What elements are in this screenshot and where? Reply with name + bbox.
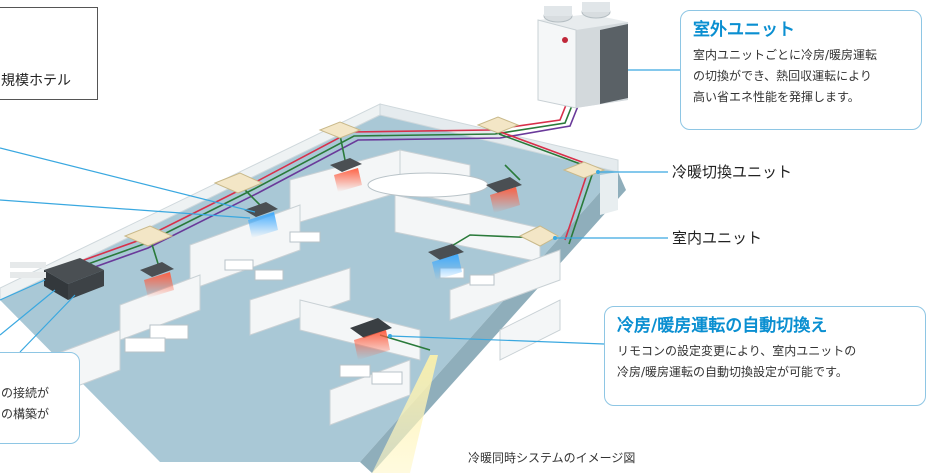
auto-switch-description: リモコンの設定変更により、室内ユニットの 冷房/暖房運転の自動切換設定が可能です… (617, 344, 857, 379)
outdoor-unit-title: 室外ユニット (693, 20, 795, 40)
leader-lines (0, 69, 680, 353)
indoor-units (140, 158, 522, 360)
left-equipment (10, 258, 104, 300)
furniture (124, 172, 495, 385)
indoor-unit-label: 室内ユニット (672, 229, 763, 247)
left-bottom-callout: の接続が の構築が (0, 352, 80, 444)
switch-unit-label: 冷暖切換ユニット (672, 163, 793, 181)
switch-unit-boxes (123, 116, 606, 247)
outdoor-unit-description: 室内ユニットごとに冷房/暖房運転 の切換ができ、熱回収運転により 高い省エネ性能… (693, 48, 878, 104)
auto-switch-callout: 冷房/暖房運転の自動切換え リモコンの設定変更により、室内ユニットの 冷房/暖房… (604, 306, 926, 406)
auto-switch-title: 冷房/暖房運転の自動切換え (617, 316, 828, 336)
outdoor-unit-illustration (537, 2, 628, 109)
figure-caption: 冷暖同時システムのイメージ図 (468, 451, 636, 465)
leader-dots (388, 170, 600, 338)
hotel-label-box: 規模ホテル (0, 7, 98, 100)
remote-signal-beam (372, 355, 438, 473)
left-bottom-description: の接続が の構築が (1, 386, 50, 421)
hotel-label: 規模ホテル (1, 73, 71, 89)
outdoor-unit-callout: 室外ユニット 室内ユニットごとに冷房/暖房運転 の切換ができ、熱回収運転により … (680, 10, 922, 130)
